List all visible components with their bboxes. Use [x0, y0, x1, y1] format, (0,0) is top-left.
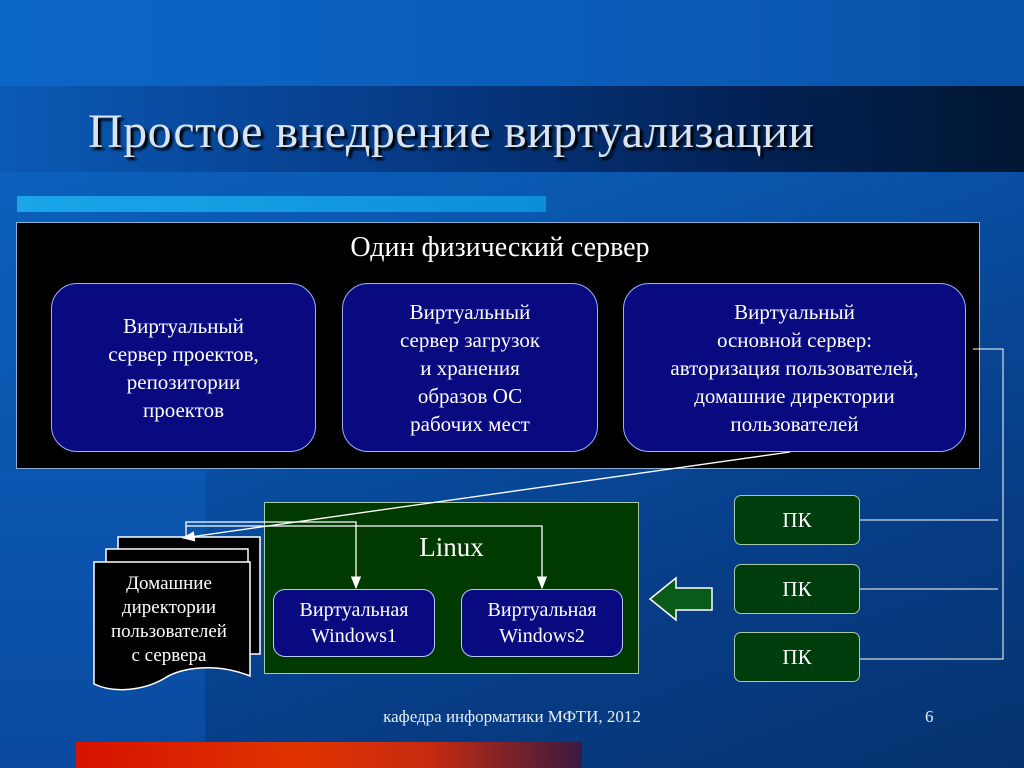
home-dirs-label: Домашние директории пользователей с серв… — [111, 573, 227, 666]
vm-windows2: Виртуальная Windows2 — [461, 589, 623, 657]
title-band — [0, 86, 1024, 172]
pc-to-linux-arrow-icon — [648, 576, 713, 622]
slide-title: Простое внедрение виртуализации — [88, 105, 815, 158]
physical-server-title: Один физический сервер — [350, 232, 650, 263]
page-number: 6 — [925, 707, 934, 726]
slide-footer: кафедра информатики МФТИ, 2012 — [383, 707, 641, 726]
pc-3: ПК — [734, 632, 860, 682]
footer-accent-bar — [76, 742, 582, 768]
vm-main-server: Виртуальный основной сервер: авторизация… — [623, 283, 966, 452]
background-top — [0, 0, 1024, 86]
vm-projects-server: Виртуальный сервер проектов, репозитории… — [51, 283, 316, 452]
vm-windows1: Виртуальная Windows1 — [273, 589, 435, 657]
accent-bar — [17, 196, 546, 212]
pc-1: ПК — [734, 495, 860, 545]
linux-title: Linux — [419, 532, 484, 562]
vm-downloads-server: Виртуальный сервер загрузок и хранения о… — [342, 283, 598, 452]
pc-2: ПК — [734, 564, 860, 614]
